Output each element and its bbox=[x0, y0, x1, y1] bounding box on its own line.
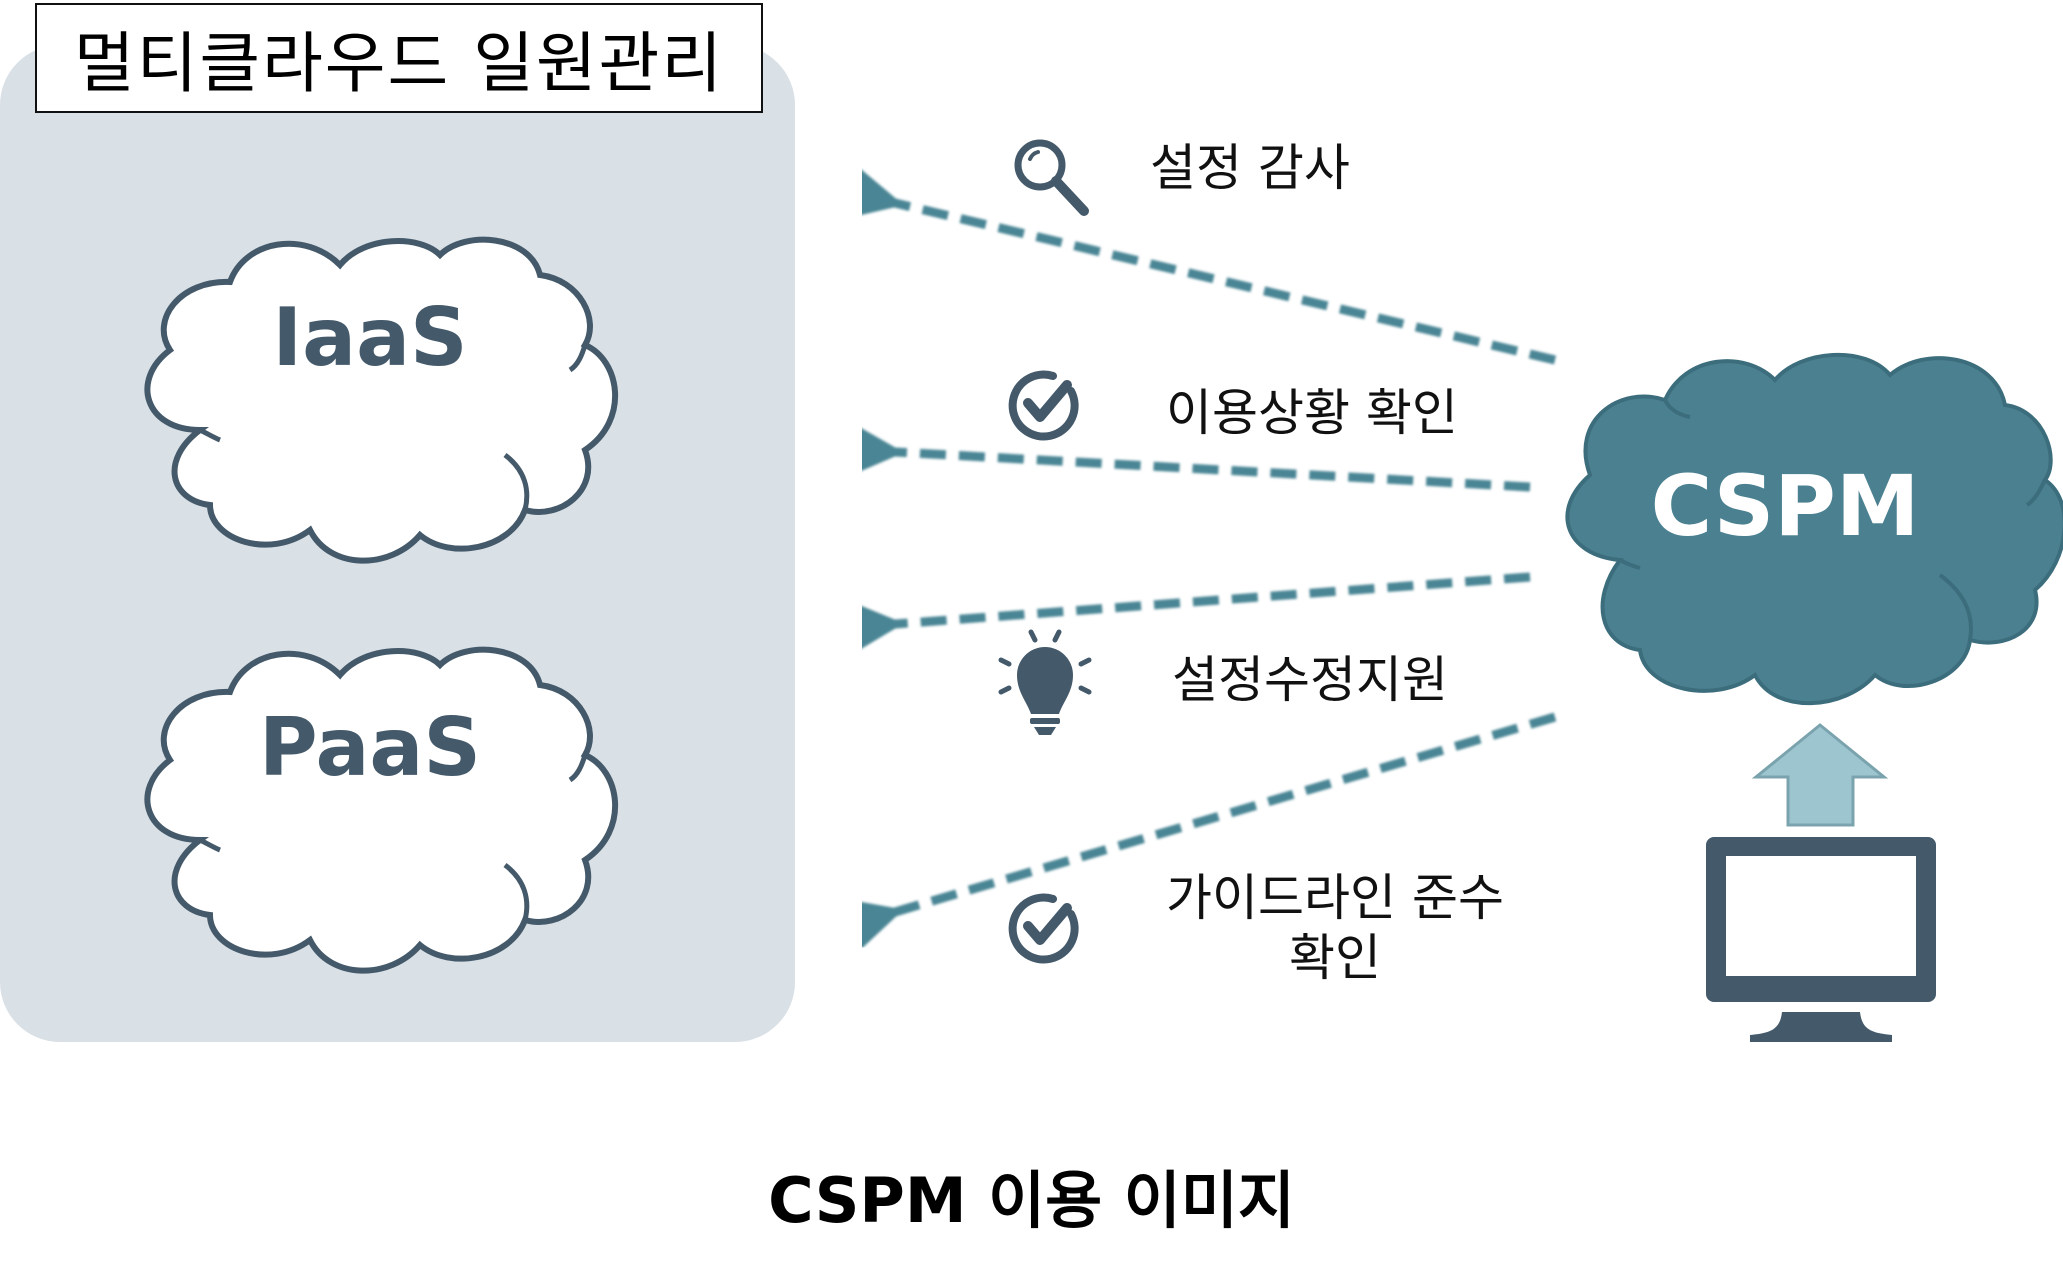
lightbulb-icon bbox=[998, 629, 1092, 735]
cspm-cloud-shape bbox=[1565, 353, 2063, 706]
label-guideline-line2: 확인 bbox=[1289, 929, 1381, 987]
arrow-config-audit bbox=[844, 166, 1557, 365]
diagram-caption: CSPM 이용 이미지 bbox=[768, 1164, 1295, 1237]
arrows bbox=[844, 166, 1557, 951]
check-circle-icon bbox=[1008, 370, 1079, 441]
label-config-audit: 설정 감사 bbox=[1150, 139, 1350, 197]
label-config-fix-support: 설정수정지원 bbox=[1172, 651, 1448, 709]
label-guideline-compliance: 가이드라인 준수 확인 bbox=[1130, 868, 1540, 988]
arrow-config-fix bbox=[848, 572, 1531, 655]
panel-title: 멀티클라우드 일원관리 bbox=[35, 3, 763, 113]
iaas-cloud: IaaS bbox=[144, 236, 619, 564]
paas-cloud-shape bbox=[144, 646, 619, 974]
label-usage-check: 이용상황 확인 bbox=[1166, 384, 1458, 442]
monitor-icon bbox=[1706, 837, 1936, 1042]
up-arrow-icon bbox=[1751, 723, 1889, 827]
check-circle-icon bbox=[1008, 893, 1079, 964]
iaas-label: IaaS bbox=[272, 291, 467, 384]
cspm-label: CSPM bbox=[1651, 457, 1920, 555]
paas-label: PaaS bbox=[259, 701, 481, 794]
iaas-cloud-shape bbox=[144, 236, 619, 564]
magnifier-icon bbox=[1014, 139, 1089, 216]
label-guideline-line1: 가이드라인 준수 bbox=[1166, 869, 1504, 927]
cspm-cloud: CSPM bbox=[1565, 353, 2063, 706]
paas-cloud: PaaS bbox=[144, 646, 619, 974]
arrow-usage-check bbox=[848, 422, 1531, 492]
